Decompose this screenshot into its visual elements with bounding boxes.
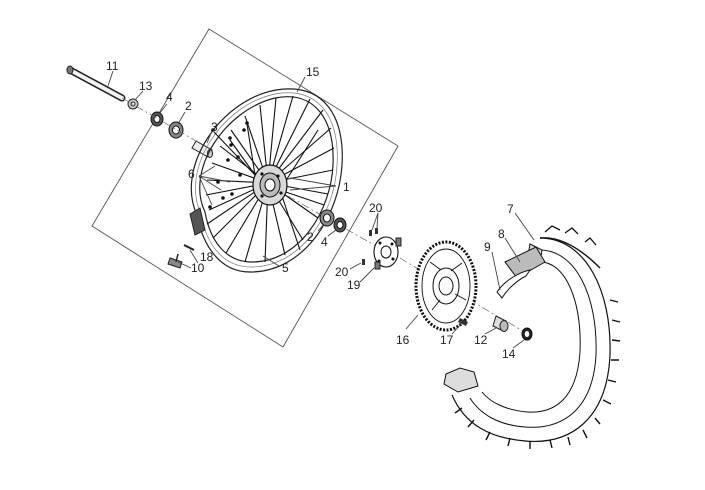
seal-part-4-left <box>150 111 164 127</box>
screws-part-20 <box>362 228 378 265</box>
callout-7: 7 <box>507 202 514 216</box>
hub-part <box>252 164 288 206</box>
bearing-part-2-right <box>319 209 335 227</box>
callout-15: 15 <box>306 65 320 79</box>
callout-20-bottom: 20 <box>335 265 349 279</box>
brake-disc-part-16 <box>414 240 478 332</box>
callout-11: 11 <box>106 59 119 73</box>
callout-12: 12 <box>474 333 488 347</box>
callout-labels: 1 2 2 3 4 4 5 6 7 8 9 10 11 12 13 14 15 … <box>106 59 516 361</box>
callout-5: 5 <box>282 261 289 275</box>
callout-1: 1 <box>343 180 350 194</box>
callout-17: 17 <box>440 333 454 347</box>
screw-part-17 <box>458 318 468 326</box>
callout-19: 19 <box>347 278 361 292</box>
callout-2-left: 2 <box>185 99 192 113</box>
axle-part <box>66 65 126 102</box>
seal-part-4-right <box>333 217 347 233</box>
callout-6: 6 <box>188 167 195 181</box>
rim-part <box>189 88 343 273</box>
callout-3: 3 <box>211 120 218 134</box>
callout-2-right: 2 <box>307 230 314 244</box>
callout-8: 8 <box>498 227 505 241</box>
wheel-assembly-frame <box>91 28 399 348</box>
seal-part-14 <box>521 327 533 341</box>
callout-4-right: 4 <box>321 235 328 249</box>
valve-part-18 <box>183 244 195 251</box>
spacer-part-12 <box>492 315 509 332</box>
tube-part-8 <box>504 246 546 279</box>
callout-16: 16 <box>396 333 410 347</box>
leader-lines <box>107 70 535 349</box>
callout-4-left: 4 <box>166 90 173 104</box>
sensor-ring-part-19 <box>373 236 402 270</box>
rim-band-part-9 <box>496 269 532 299</box>
callout-9: 9 <box>484 240 491 254</box>
spacer-sleeve-part-3 <box>191 140 213 158</box>
callout-20-top: 20 <box>369 201 383 215</box>
bearing-part-2-left <box>168 121 184 139</box>
callout-18: 18 <box>200 250 214 264</box>
callout-14: 14 <box>502 347 516 361</box>
spoke-nipples <box>208 121 249 209</box>
callout-10: 10 <box>191 261 205 275</box>
valve-nut-part-10 <box>167 253 183 269</box>
callout-13: 13 <box>139 79 153 93</box>
